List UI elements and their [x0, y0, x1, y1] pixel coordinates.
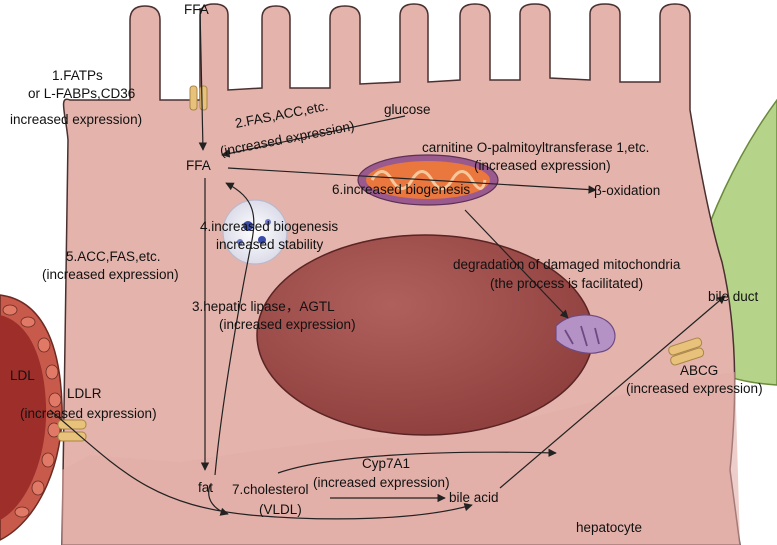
label-fatps-3: increased expression): [10, 112, 142, 127]
label-abcg-2: (increased expression): [626, 381, 763, 396]
label-cpt-2: (increased expression): [474, 158, 611, 173]
label-chol-2: (VLDL): [259, 502, 302, 517]
abcg-transporter: [668, 337, 705, 366]
label-ldlr-2: (increased expression): [20, 406, 157, 421]
label-bile-duct: bile duct: [708, 289, 759, 304]
label-ld-1: 4.increased biogenesis: [200, 219, 338, 234]
label-glucose: glucose: [384, 102, 431, 117]
label-degr-2: (the process is facilitated): [490, 276, 643, 291]
blood-vessel: [0, 294, 63, 541]
label-ffa-top: FFA: [184, 2, 209, 17]
label-ldlr-1: LDLR: [67, 386, 102, 401]
label-chol-1: 7.cholesterol: [232, 482, 309, 497]
cell-bottom-membrane: [62, 372, 740, 545]
label-cpt-1: carnitine O-palmitoyltransferase 1,etc.: [422, 140, 649, 155]
label-ldl: LDL: [10, 368, 35, 383]
label-cyp-1: Cyp7A1: [362, 456, 410, 471]
damaged-mitochondria: [555, 314, 616, 354]
label-cyp-2: (increased expression): [313, 475, 450, 490]
label-degr-1: degradation of damaged mitochondria: [453, 257, 681, 272]
label-ffa-mid: FFA: [186, 158, 211, 173]
label-abcg-1: ABCG: [680, 363, 718, 378]
label-biogenesis6: 6.increased biogenesis: [332, 182, 470, 197]
label-fatps-1: 1.FATPs: [52, 68, 103, 83]
label-lipase-2: (increased expression): [219, 317, 356, 332]
diagram-labels: FFA 1.FATPs or L-FABPs,CD36 increased ex…: [10, 2, 763, 535]
label-bile-acid: bile acid: [449, 490, 499, 505]
label-acc5-1: 5.ACC,FAS,etc.: [66, 249, 161, 264]
label-lipase-1: 3.hepatic lipase，AGTL: [192, 299, 335, 314]
label-fatps-2: or L-FABPs,CD36: [28, 86, 135, 101]
label-beta-oxidation: β-oxidation: [594, 183, 660, 198]
label-hepatocyte: hepatocyte: [576, 520, 642, 535]
label-ld-2: increased stability: [216, 237, 324, 252]
label-acc5-2: (increased expression): [42, 267, 179, 282]
pathway-arrows: [49, 7, 726, 520]
lipid-droplet: [222, 199, 288, 265]
label-fat: fat: [198, 480, 213, 495]
